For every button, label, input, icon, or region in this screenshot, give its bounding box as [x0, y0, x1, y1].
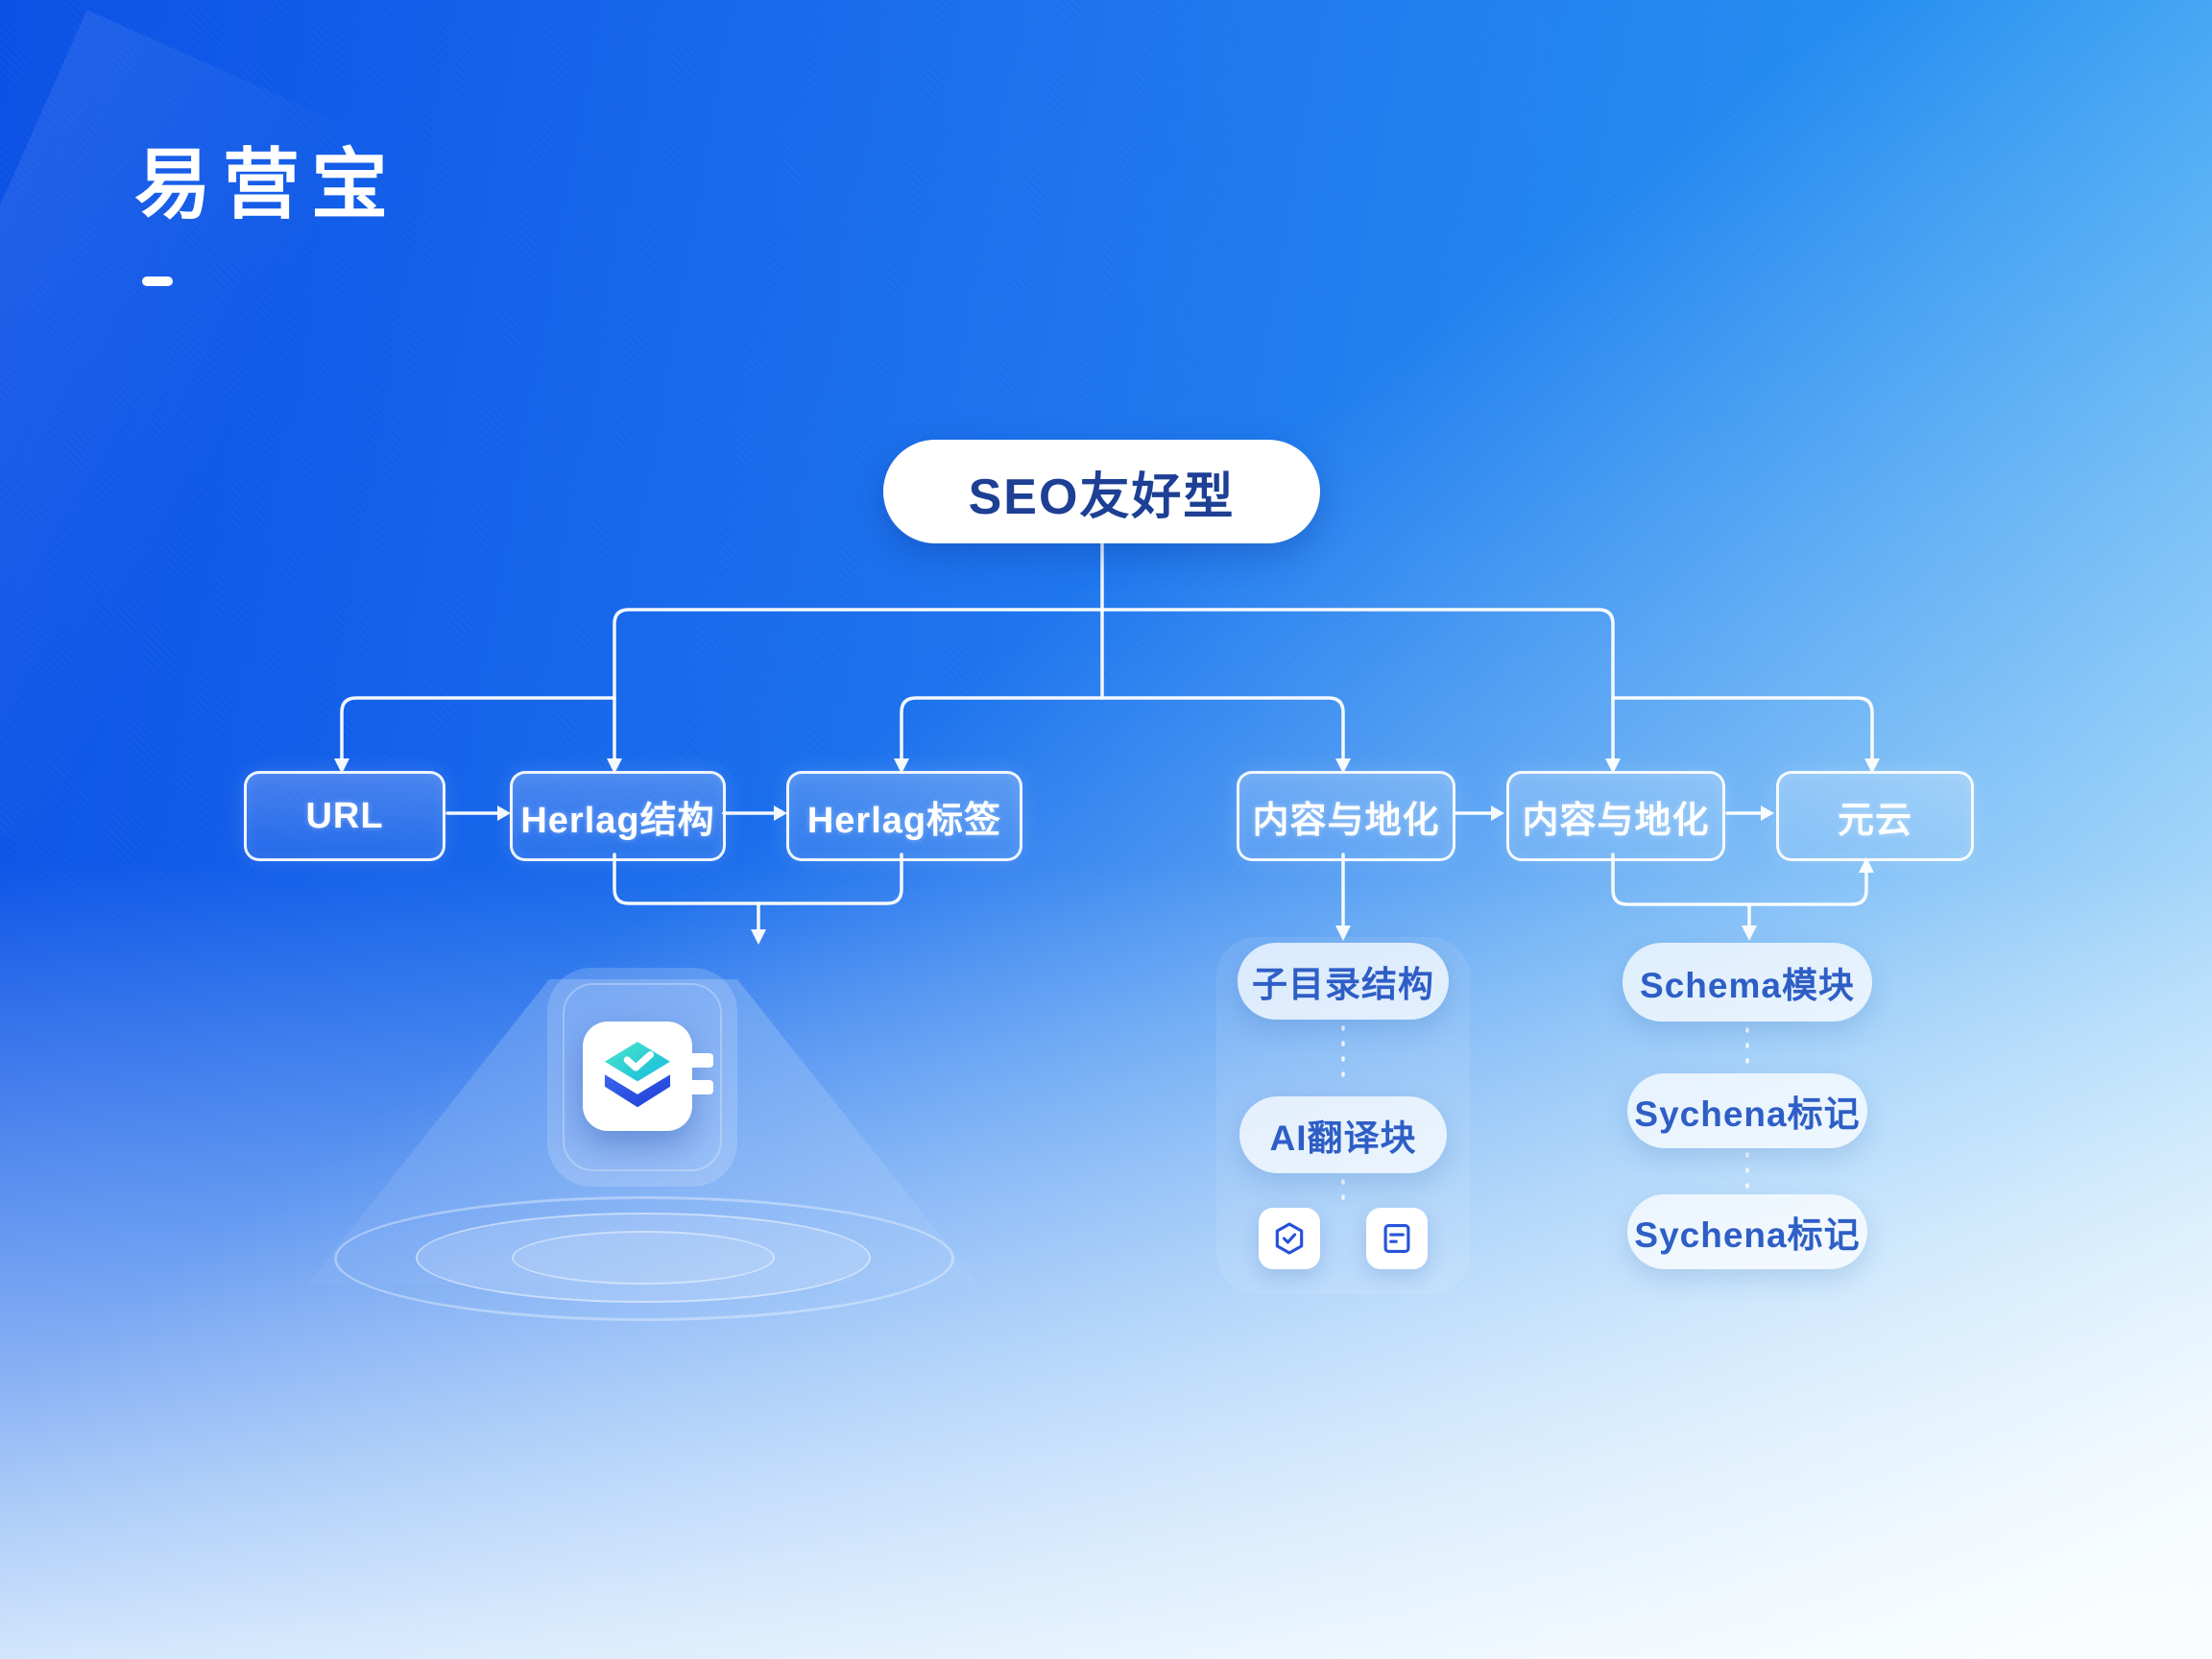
platform-ring-inner — [512, 1231, 775, 1285]
title-dash — [142, 276, 173, 286]
platform-ring-outer — [334, 1196, 954, 1321]
logo-tab — [692, 1080, 713, 1094]
page-title: 易营宝 — [134, 142, 399, 228]
node-content-localization-1: 内容与地化 — [1237, 771, 1455, 861]
node-herlag-tag: Herlag标签 — [786, 771, 1022, 861]
node-url: URL — [244, 771, 445, 861]
app-logo — [583, 1022, 713, 1131]
node-content-localization-2: 内容与地化 — [1506, 771, 1725, 861]
node-sychena-mark-2: Sychena标记 — [1627, 1194, 1867, 1269]
node-schema-module: Schema模块 — [1623, 943, 1872, 1022]
node-meta: 元云 — [1776, 771, 1974, 861]
node-subdirectory-structure: 子目录结构 — [1238, 943, 1449, 1020]
layers-icon — [604, 1042, 671, 1108]
node-root: SEO友好型 — [883, 440, 1320, 543]
document-icon — [1366, 1208, 1428, 1269]
hexagon-check-icon — [1259, 1208, 1320, 1269]
logo-tab — [692, 1053, 713, 1068]
node-herlag-structure: Herlag结构 — [510, 771, 726, 861]
node-sychena-mark-1: Sychena标记 — [1627, 1073, 1867, 1148]
node-ai-translate-block: AI翻译块 — [1239, 1096, 1447, 1173]
